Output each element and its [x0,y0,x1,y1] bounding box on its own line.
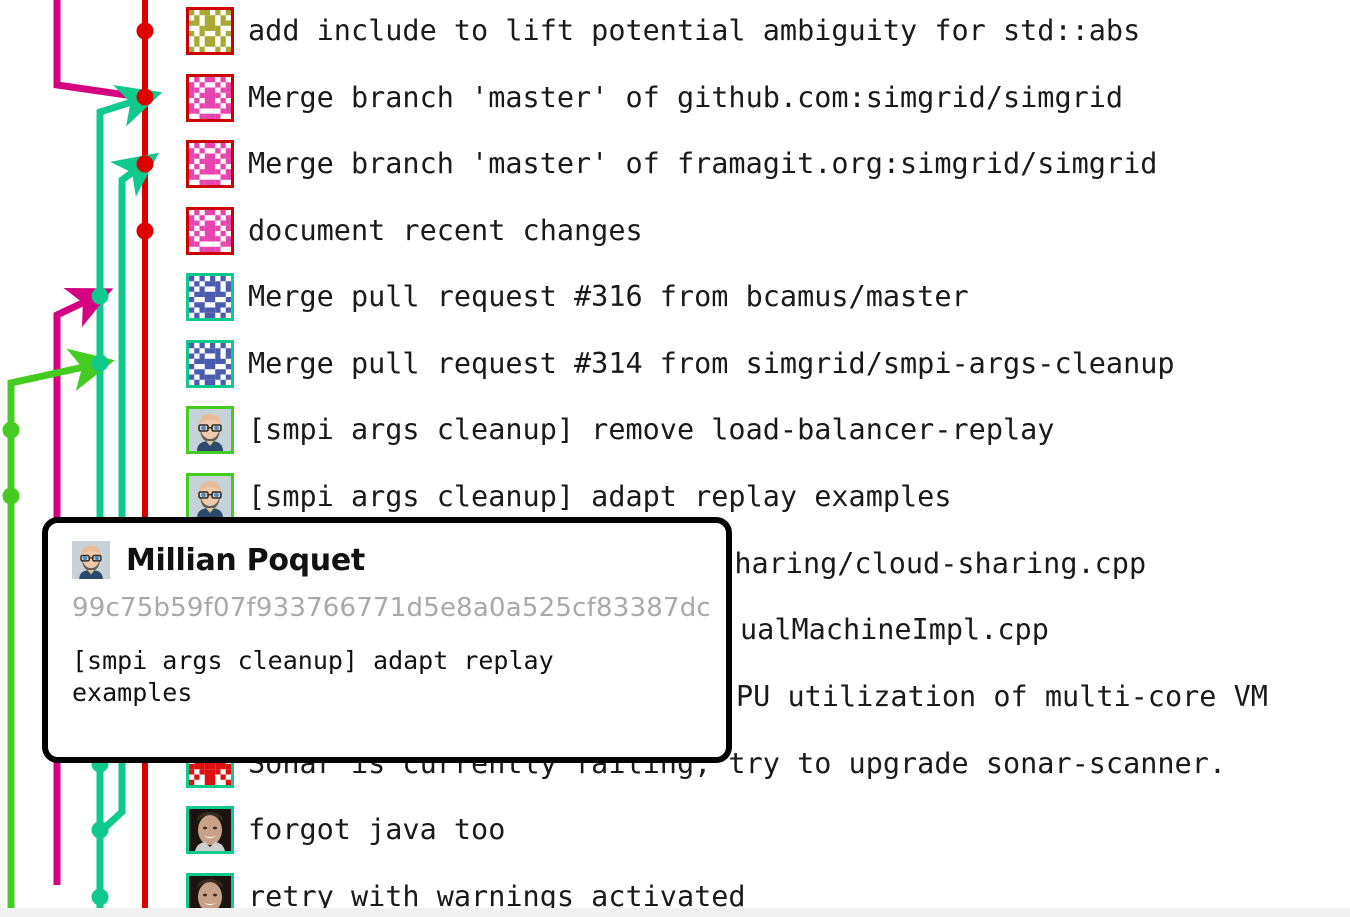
commit-subject: document recent changes [248,213,643,247]
commit-subject: Merge branch 'master' of github.com:simg… [248,80,1124,114]
node-red-1 [136,88,154,106]
node-teal-5 [91,354,109,372]
commit-subject: [smpi args cleanup] adapt replay example… [248,479,952,513]
node-teal-4 [91,287,109,305]
tooltip-commit-hash: 99c75b59f07f933766771d5e8a0a525cf83387dc [72,593,711,623]
commit-subject: Merge branch 'master' of framagit.org:si… [248,146,1158,180]
identicon-avatar-blue [186,273,234,321]
tooltip-header: Millian Poquet [72,541,702,579]
commit-subject: -sharing/cloud-sharing.cpp [700,546,1147,580]
commit-row[interactable]: Merge branch 'master' of framagit.org:si… [186,138,1157,190]
commit-subject: add include to lift potential ambiguity … [248,13,1141,47]
commit-row[interactable]: Merge pull request #314 from simgrid/smp… [186,338,1175,390]
photo-avatar-face [186,806,234,854]
commit-row[interactable]: add include to lift potential ambiguity … [186,5,1140,57]
identicon-avatar-pink [186,207,234,255]
identicon-avatar-pink [186,74,234,122]
commit-tooltip: Millian Poquet 99c75b59f07f933766771d5e8… [42,517,732,763]
identicon-avatar-blue [186,340,234,388]
commit-row[interactable]: forgot java too [186,804,505,856]
commit-row[interactable]: -sharing/cloud-sharing.cpp [700,538,1146,590]
commit-subject: Merge pull request #316 from bcamus/mast… [248,279,969,313]
commit-subject: Merge pull request #314 from simgrid/smp… [248,346,1175,380]
photo-avatar-millian [72,541,110,579]
photo-avatar-millian [186,473,234,521]
lane-magenta-top-merge [53,0,141,101]
node-red-2 [136,155,154,173]
identicon-avatar-olive [186,7,234,55]
commit-row[interactable]: Merge pull request #316 from bcamus/mast… [186,271,969,323]
commit-row[interactable]: document recent changes [186,205,643,257]
node-green-6 [2,421,20,439]
commit-subject: ualMachineImpl.cpp [740,612,1049,646]
commit-row[interactable]: Merge branch 'master' of github.com:simg… [186,72,1123,124]
tooltip-author-name: Millian Poquet [126,542,365,578]
node-red-0 [136,22,154,40]
commit-row[interactable]: PU utilization of multi-core VM [736,671,1268,723]
commit-subject: retry with warnings activated [248,879,746,913]
commit-subject: forgot java too [248,812,506,846]
commit-row[interactable]: retry with warnings activated [186,871,746,917]
commit-row[interactable]: ualMachineImpl.cpp [740,604,1049,656]
photo-avatar-millian [186,406,234,454]
tooltip-commit-message: [smpi args cleanup] adapt replay example… [72,646,554,707]
lane-teal-secondary-bottom-merge [97,760,126,835]
node-green-7 [2,487,20,505]
photo-avatar-face [186,873,234,917]
node-red-3 [136,222,154,240]
lane-green-to-teal5 [7,348,115,917]
bottom-edge-strip [0,908,1350,917]
commit-row[interactable]: [smpi args cleanup] adapt replay example… [186,471,952,523]
commit-row[interactable]: [smpi args cleanup] remove load-balancer… [186,404,1054,456]
commit-subject: [smpi args cleanup] remove load-balancer… [248,412,1055,446]
node-teal-13 [91,888,109,906]
identicon-avatar-pink [186,140,234,188]
node-teal-12 [91,821,109,839]
commit-subject: PU utilization of multi-core VM [736,679,1268,713]
